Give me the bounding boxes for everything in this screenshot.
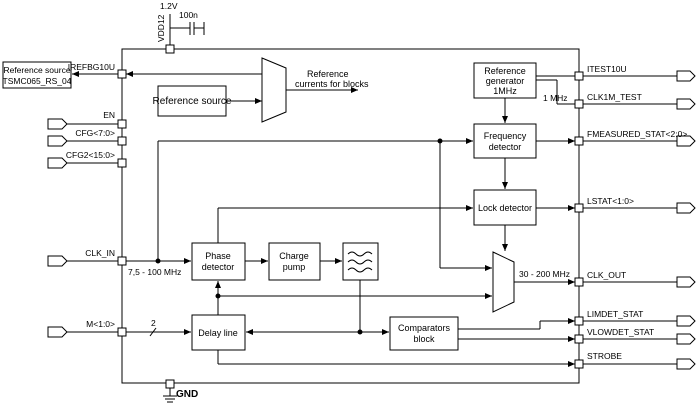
- ref-gen-line1: Reference: [484, 66, 526, 76]
- freq-det-line2: detector: [489, 142, 522, 152]
- input-clk-in-label: CLK_IN: [85, 248, 115, 258]
- input-irefbg-label: IREFBG10U: [68, 62, 115, 72]
- pin-clk-out: [574, 277, 584, 287]
- external-reference-source-box: [2, 61, 72, 89]
- input-cfg-label: CFG<7:0>: [75, 128, 115, 138]
- external-source-line2: TSMC065_RS_04: [3, 76, 72, 86]
- lock-det-label: Lock detector: [478, 203, 532, 213]
- delay-line-label: Delay line: [198, 328, 238, 338]
- reference-currents-line1: Reference: [307, 69, 349, 79]
- port-vlowdet: [676, 333, 696, 345]
- port-clk-out: [676, 276, 696, 288]
- reference-current-mux: [261, 57, 287, 123]
- bus-width-label: 2: [151, 318, 156, 328]
- input-cfg2-label: CFG2<15:0>: [66, 150, 115, 160]
- port-limdet: [676, 315, 696, 327]
- comparators-line2: block: [413, 334, 435, 344]
- frequency-detector-block: [473, 123, 537, 159]
- pin-itest: [574, 71, 584, 81]
- pin-m: [117, 327, 127, 337]
- port-clk1m: [676, 98, 696, 110]
- input-range-label: 7,5 - 100 MHz: [128, 267, 181, 277]
- output-fmeasured-label: FMEASURED_STAT<2:0>: [587, 129, 687, 139]
- output-itest-label: ITEST10U: [587, 64, 627, 74]
- charge-pump-line1: Charge: [279, 251, 309, 261]
- comparators-line1: Comparators: [398, 323, 451, 333]
- supply-pin-label: VDD12: [156, 14, 166, 42]
- chip-boundary: [121, 48, 580, 384]
- pin-en: [117, 119, 127, 129]
- comparators-block: [389, 316, 459, 351]
- pin-fmeasured: [574, 136, 584, 146]
- one-mhz-label: 1 MHz: [543, 93, 568, 103]
- pin-cfg: [117, 136, 127, 146]
- pin-vlowdet: [574, 334, 584, 344]
- filter-waves-icon: [347, 251, 373, 273]
- output-clk1m-label: CLK1M_TEST: [587, 92, 642, 102]
- port-en: [47, 118, 68, 130]
- port-lstat: [676, 202, 696, 214]
- port-cfg2: [47, 157, 68, 169]
- supply-cap-label: 100n: [179, 10, 198, 20]
- reference-currents-line2: currents for blocks: [295, 79, 369, 89]
- pin-strobe: [574, 359, 584, 369]
- output-mux: [492, 251, 515, 313]
- output-lstat-label: LSTAT<1:0>: [587, 196, 634, 206]
- ref-gen-line3: 1MHz: [493, 86, 517, 96]
- output-vlowdet-label: VLOWDET_STAT: [587, 327, 654, 337]
- output-range-label: 30 - 200 MHz: [519, 269, 570, 279]
- port-fmeasured: [676, 135, 696, 147]
- pin-lstat: [574, 203, 584, 213]
- output-limdet-label: LIMDET_STAT: [587, 309, 643, 319]
- gnd-label: GND: [176, 389, 198, 400]
- ref-gen-line2: generator: [486, 76, 525, 86]
- supply-pin: [165, 14, 205, 54]
- output-clk-out-label: CLK_OUT: [587, 270, 626, 280]
- port-m: [47, 326, 68, 338]
- charge-pump-line2: pump: [283, 262, 306, 272]
- input-en-label: EN: [103, 110, 115, 120]
- port-cfg: [47, 135, 68, 147]
- freq-det-line1: Frequency: [484, 131, 527, 141]
- supply-voltage-label: 1.2V: [160, 1, 178, 11]
- pin-clk1m: [574, 99, 584, 109]
- phase-det-line2: detector: [202, 262, 235, 272]
- port-clk-in: [47, 255, 68, 267]
- phase-det-line1: Phase: [205, 251, 231, 261]
- pin-clk-in: [117, 256, 127, 266]
- pin-cfg2: [117, 158, 127, 168]
- ground-pin: [163, 379, 177, 403]
- port-strobe: [676, 358, 696, 370]
- output-strobe-label: STROBE: [587, 351, 622, 361]
- external-source-line1: Reference source: [3, 65, 70, 75]
- pin-limdet: [574, 316, 584, 326]
- port-itest: [676, 70, 696, 82]
- input-m-label: M<1:0>: [86, 319, 115, 329]
- pin-irefbg: [117, 69, 127, 79]
- reference-source-label: Reference source: [153, 96, 232, 107]
